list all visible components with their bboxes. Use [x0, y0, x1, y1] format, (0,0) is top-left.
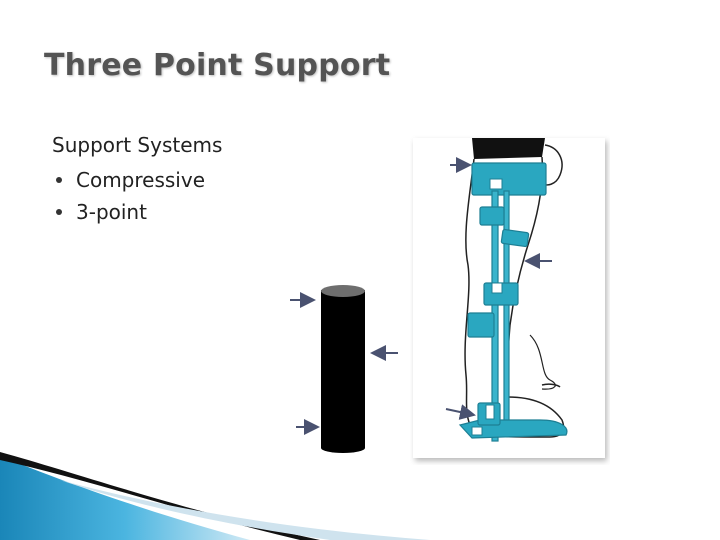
- pillar-diagram: [290, 285, 398, 453]
- bullet-list: Compressive 3-point: [52, 164, 222, 228]
- slide-title: Three Point Support: [44, 48, 391, 83]
- bullet-item-compressive: Compressive: [52, 164, 222, 196]
- bullet-item-3-point: 3-point: [52, 196, 222, 228]
- content-heading: Support Systems: [52, 133, 223, 157]
- bullet-label: Compressive: [76, 168, 206, 192]
- bullet-label: 3-point: [76, 200, 147, 224]
- arrow-right-icon: [445, 404, 476, 420]
- leg-brace-illustration: [413, 138, 605, 458]
- corner-swoosh-decoration: [0, 452, 430, 540]
- knee-brace: [458, 162, 568, 442]
- bullet-dot-icon: [56, 177, 62, 183]
- black-pillar: [321, 285, 365, 453]
- bullet-dot-icon: [56, 209, 62, 215]
- content-block: Support Systems Compressive 3-point: [52, 130, 222, 228]
- brace-buckles: [471, 178, 503, 436]
- shorts: [472, 138, 545, 159]
- background-leg: [529, 334, 556, 390]
